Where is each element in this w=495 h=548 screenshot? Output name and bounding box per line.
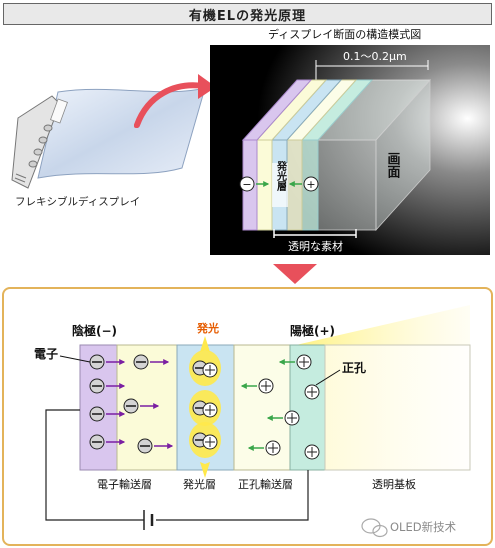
electron-symbol bbox=[239, 176, 255, 192]
plus-sign: + bbox=[306, 178, 315, 191]
thickness-label: 0.1〜0.2μm bbox=[343, 50, 407, 63]
down-arrow bbox=[273, 264, 317, 284]
holes bbox=[258, 354, 320, 460]
layer-stack bbox=[241, 78, 431, 232]
layer-label-substrate: 透明基板 bbox=[372, 477, 416, 491]
layer-label-etl: 電子輸送層 bbox=[97, 477, 152, 491]
zoom-arrow bbox=[134, 74, 216, 128]
device-button bbox=[28, 160, 38, 168]
hole-symbol bbox=[303, 176, 319, 192]
holes-in-emission bbox=[202, 362, 218, 450]
screen-label: 画面 bbox=[385, 152, 401, 179]
layer-label-htl: 正孔輸送層 bbox=[238, 477, 293, 491]
flexible-display-illustration: フレキシブルディスプレイ bbox=[11, 87, 206, 208]
device-body bbox=[11, 95, 61, 189]
cathode-label: 陰極(−) bbox=[72, 323, 117, 338]
transparent-substrate bbox=[324, 344, 471, 471]
layer-label-eml: 発光層 bbox=[183, 477, 216, 491]
device-button bbox=[43, 124, 53, 132]
watermark-text: OLED新技术 bbox=[390, 520, 457, 534]
cross-section-panel: ディスプレイ断面の構造模式図 0.1〜0.2μm bbox=[210, 27, 490, 255]
circuit-wire bbox=[45, 409, 144, 521]
schematic-title: ディスプレイ断面の構造模式図 bbox=[268, 27, 421, 41]
device-button bbox=[38, 136, 48, 144]
layer-diagram: 陰極(−) 発光 陽極(+) 電子 正孔 bbox=[2, 287, 493, 546]
electron-label: 電子 bbox=[34, 347, 58, 361]
transparent-material-label: 透明な素材 bbox=[288, 239, 343, 253]
hole-flow-arrows bbox=[240, 359, 295, 451]
device-label: フレキシブルディスプレイ bbox=[15, 195, 140, 208]
emission-layer-label: 発光層 bbox=[275, 160, 288, 192]
watermark: OLED新技术 bbox=[361, 518, 457, 538]
light-label: 発光 bbox=[196, 321, 219, 335]
hole-label: 正孔 bbox=[342, 361, 366, 375]
hole-transport-layer bbox=[233, 344, 291, 471]
electron-flow-arrows bbox=[106, 359, 174, 449]
device-button bbox=[33, 148, 43, 156]
diagram-title: 有機ELの発光原理 bbox=[3, 3, 492, 25]
flexible-sheet bbox=[37, 87, 206, 179]
device-screen bbox=[50, 98, 68, 124]
anode-label: 陽極(+) bbox=[290, 323, 335, 338]
minus-sign: − bbox=[242, 178, 251, 191]
